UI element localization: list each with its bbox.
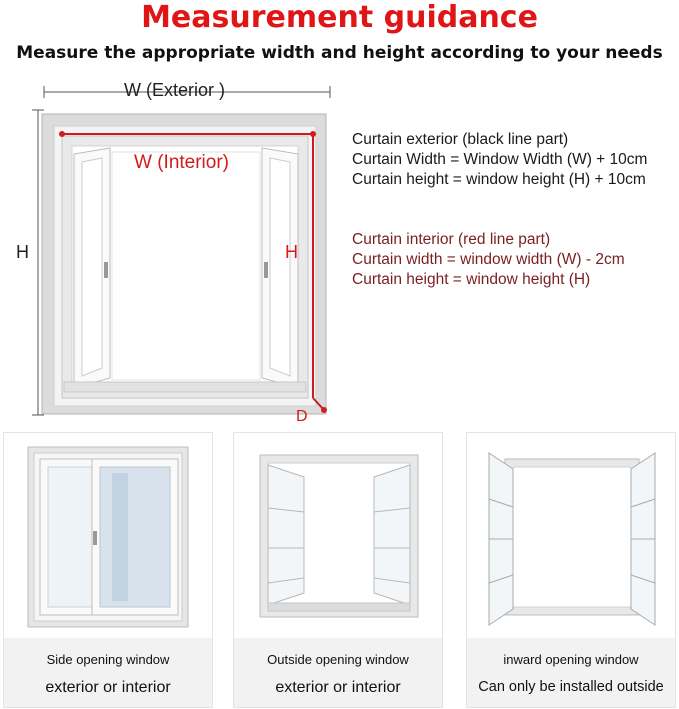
exterior-width-rule: Curtain Width = Window Width (W) + 10cm bbox=[352, 151, 648, 168]
window-type-note: exterior or interior bbox=[45, 679, 171, 696]
label-h-exterior: H bbox=[16, 242, 29, 262]
exterior-spec: Curtain exterior (black line part) Curta… bbox=[352, 130, 647, 190]
panel-outside-opening: Outside opening window exterior or inter… bbox=[233, 432, 443, 708]
interior-width-rule: Curtain width = window width (W) - 2cm bbox=[352, 251, 625, 268]
window-type-note: exterior or interior bbox=[275, 679, 401, 696]
label-w-exterior: W (Exterior ) bbox=[124, 80, 225, 100]
panel-inward-opening: inward opening window Can only be instal… bbox=[466, 432, 676, 708]
window-type-name: Outside opening window bbox=[267, 652, 409, 667]
label-h-interior: H bbox=[285, 242, 298, 262]
inward-opening-window-image bbox=[467, 433, 675, 638]
label-d: D bbox=[296, 408, 308, 425]
interior-height-rule: Curtain height = window height (H) bbox=[352, 271, 591, 288]
interior-spec: Curtain interior (red line part) Curtain… bbox=[352, 230, 625, 290]
window-type-name: inward opening window bbox=[503, 652, 639, 667]
window-illustration bbox=[32, 86, 331, 416]
outside-opening-window-image bbox=[234, 433, 442, 638]
panel-side-opening: Side opening window exterior or interior bbox=[3, 432, 213, 708]
window-type-note: Can only be installed outside bbox=[478, 679, 664, 695]
window-type-name: Side opening window bbox=[46, 652, 170, 667]
measurement-diagram: W (Exterior ) W (Interior) H H D bbox=[0, 70, 679, 430]
exterior-spec-heading: Curtain exterior (black line part) bbox=[352, 131, 569, 148]
interior-spec-heading: Curtain interior (red line part) bbox=[352, 231, 551, 248]
exterior-height-rule: Curtain height = window height (H) + 10c… bbox=[352, 171, 646, 188]
side-opening-window-image bbox=[4, 433, 212, 638]
label-w-interior: W (Interior) bbox=[134, 152, 229, 173]
page-subtitle: Measure the appropriate width and height… bbox=[16, 43, 663, 63]
page-title: Measurement guidance bbox=[141, 0, 538, 35]
